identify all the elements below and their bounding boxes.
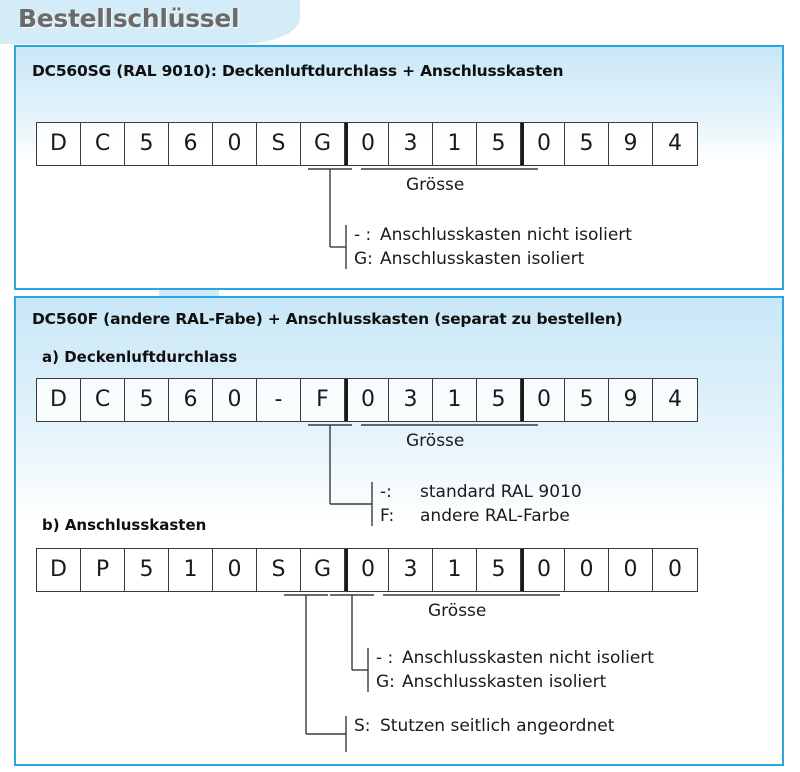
legend-line: - : Anschlusskasten nicht isoliert	[354, 225, 632, 245]
legend-line: S: Stutzen seitlich angeordnet	[354, 716, 614, 736]
code-cell: 5	[125, 123, 169, 165]
legend-key: F:	[380, 506, 395, 526]
code-cell: G	[301, 549, 345, 591]
legend-line: - : Anschlusskasten nicht isoliert	[376, 648, 654, 668]
legend-key: - :	[354, 225, 372, 245]
code-cell: D	[37, 549, 81, 591]
code-cell: 1	[433, 123, 477, 165]
panel-dc560f: DC560F (andere RAL-Fabe) + Anschlusskast…	[14, 296, 784, 766]
code-cell: 4	[653, 123, 697, 165]
legend-text: andere RAL-Farbe	[420, 506, 570, 526]
legend-line: -: standard RAL 9010	[380, 482, 582, 502]
code-cell: 0	[609, 549, 653, 591]
size-label: Grösse	[428, 601, 487, 621]
legend-key: -:	[380, 482, 392, 502]
page-title: Bestellschlüssel	[18, 4, 240, 33]
code-cell: 4	[653, 379, 697, 421]
code-cell: C	[81, 379, 125, 421]
code-cell: 5	[477, 549, 521, 591]
code-cell: 3	[389, 379, 433, 421]
code-cell: D	[37, 123, 81, 165]
code-cell: 0	[521, 123, 565, 165]
code-cell: 9	[609, 123, 653, 165]
code-cell: 6	[169, 123, 213, 165]
code-cell: 0	[345, 379, 389, 421]
header-band	[0, 0, 300, 44]
legend-key: G:	[376, 672, 395, 692]
legend-key: - :	[376, 648, 394, 668]
code-cell: 0	[213, 379, 257, 421]
code-cell: 0	[345, 549, 389, 591]
legend-text: Stutzen seitlich angeordnet	[380, 716, 615, 736]
legend-line: F: andere RAL-Farbe	[380, 506, 570, 526]
code-cell: 0	[521, 549, 565, 591]
panel-dc560sg: DC560SG (RAL 9010): Deckenluftdurchlass …	[14, 45, 784, 290]
legend-line: G: Anschlusskasten isoliert	[354, 249, 584, 269]
code-cell: 3	[389, 549, 433, 591]
code-cell: 3	[389, 123, 433, 165]
code-cell: 0	[521, 379, 565, 421]
code-cell: 0	[565, 549, 609, 591]
subsection-title-a: a) Deckenluftdurchlass	[42, 348, 238, 366]
panel-title: DC560F (andere RAL-Fabe) + Anschlusskast…	[32, 310, 623, 328]
legend-text: standard RAL 9010	[420, 482, 582, 502]
code-cell: F	[301, 379, 345, 421]
size-label: Grösse	[406, 431, 465, 451]
code-cell: D	[37, 379, 81, 421]
legend-text: Anschlusskasten nicht isoliert	[380, 225, 632, 245]
code-cell: P	[81, 549, 125, 591]
code-cell: 5	[565, 379, 609, 421]
code-row: D P 5 1 0 S G 0 3 1 5 0 0 0 0	[36, 548, 698, 592]
code-cell: 9	[609, 379, 653, 421]
code-row: D C 5 6 0 S G 0 3 1 5 0 5 9 4	[36, 122, 698, 166]
legend-text: Anschlusskasten nicht isoliert	[402, 648, 654, 668]
size-label: Grösse	[406, 175, 465, 195]
code-cell: 6	[169, 379, 213, 421]
code-cell: 5	[125, 549, 169, 591]
code-cell: 1	[169, 549, 213, 591]
code-cell: G	[301, 123, 345, 165]
code-cell: 5	[125, 379, 169, 421]
code-row: D C 5 6 0 - F 0 3 1 5 0 5 9 4	[36, 378, 698, 422]
legend-key: G:	[354, 249, 373, 269]
code-cell: 0	[213, 549, 257, 591]
code-cell: -	[257, 379, 301, 421]
legend-key: S:	[354, 716, 371, 736]
code-cell: 1	[433, 549, 477, 591]
panel-title: DC560SG (RAL 9010): Deckenluftdurchlass …	[32, 62, 564, 80]
code-cell: S	[257, 123, 301, 165]
legend-text: Anschlusskasten isoliert	[380, 249, 585, 269]
code-cell: S	[257, 549, 301, 591]
legend-text: Anschlusskasten isoliert	[402, 672, 607, 692]
code-cell: 0	[345, 123, 389, 165]
code-cell: C	[81, 123, 125, 165]
legend-line: G: Anschlusskasten isoliert	[376, 672, 606, 692]
code-cell: 5	[477, 379, 521, 421]
code-cell: 0	[213, 123, 257, 165]
code-cell: 1	[433, 379, 477, 421]
code-cell: 5	[565, 123, 609, 165]
code-cell: 0	[653, 549, 697, 591]
code-cell: 5	[477, 123, 521, 165]
subsection-title-b: b) Anschlusskasten	[42, 516, 207, 534]
